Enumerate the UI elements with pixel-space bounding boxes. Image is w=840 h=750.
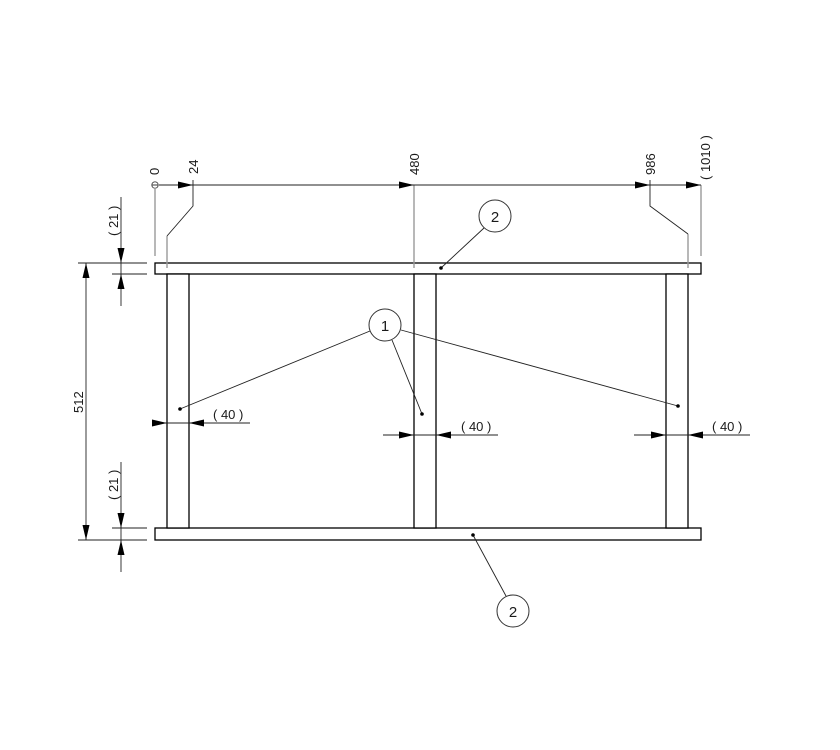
arrow-icon bbox=[688, 431, 703, 439]
post-right bbox=[665, 273, 689, 529]
arrow-icon bbox=[686, 181, 701, 189]
bottom-plate bbox=[154, 527, 702, 541]
overall-height-label: 512 bbox=[71, 391, 86, 413]
post-middle bbox=[413, 273, 437, 529]
arrow-icon bbox=[436, 431, 451, 439]
callout-label-1: 1 bbox=[381, 318, 389, 335]
frame-structure bbox=[154, 262, 702, 541]
post-left-width-label: ( 40 ) bbox=[213, 407, 243, 422]
post-left bbox=[166, 273, 190, 529]
arrow-icon bbox=[117, 274, 125, 289]
arrow-icon bbox=[635, 181, 650, 189]
ordinate-label-480: 480 bbox=[407, 153, 422, 175]
top-plate-thickness-label: ( 21 ) bbox=[106, 206, 121, 236]
arrow-icon bbox=[399, 431, 414, 439]
arrow-icon bbox=[152, 419, 167, 427]
ordinate-label-986: 986 bbox=[643, 153, 658, 175]
callout-label-2-top: 2 bbox=[491, 209, 499, 226]
callout-label-2-bottom: 2 bbox=[509, 604, 517, 621]
bottom-plate-thickness-label: ( 21 ) bbox=[106, 470, 121, 500]
arrow-icon bbox=[82, 263, 90, 278]
ordinate-label-0: 0 bbox=[147, 168, 162, 175]
post-width-dimensions: ( 40 ) ( 40 ) ( 40 ) bbox=[152, 407, 750, 439]
callouts: 1 2 2 bbox=[178, 199, 680, 628]
arrow-icon bbox=[178, 181, 193, 189]
ordinate-label-24: 24 bbox=[186, 160, 201, 174]
callout-bubble-2-bottom: 2 bbox=[496, 594, 530, 628]
arrow-icon bbox=[651, 431, 666, 439]
callout-bubble-2-top: 2 bbox=[478, 199, 512, 233]
arrow-icon bbox=[117, 513, 125, 528]
post-right-width-label: ( 40 ) bbox=[712, 419, 742, 434]
arrow-icon bbox=[117, 540, 125, 555]
horizontal-ordinate-dimension: 0 24 480 986 ( 1010 ) bbox=[147, 135, 713, 268]
arrow-icon bbox=[82, 525, 90, 540]
arrow-icon bbox=[399, 181, 414, 189]
ordinate-label-1010: ( 1010 ) bbox=[698, 135, 713, 180]
vertical-dimensions: 512 ( 21 ) ( 21 ) bbox=[71, 197, 147, 572]
top-plate bbox=[154, 262, 702, 275]
arrow-icon bbox=[117, 248, 125, 263]
arrow-icon bbox=[189, 419, 204, 427]
post-middle-width-label: ( 40 ) bbox=[461, 419, 491, 434]
callout-bubble-1: 1 bbox=[368, 308, 402, 342]
